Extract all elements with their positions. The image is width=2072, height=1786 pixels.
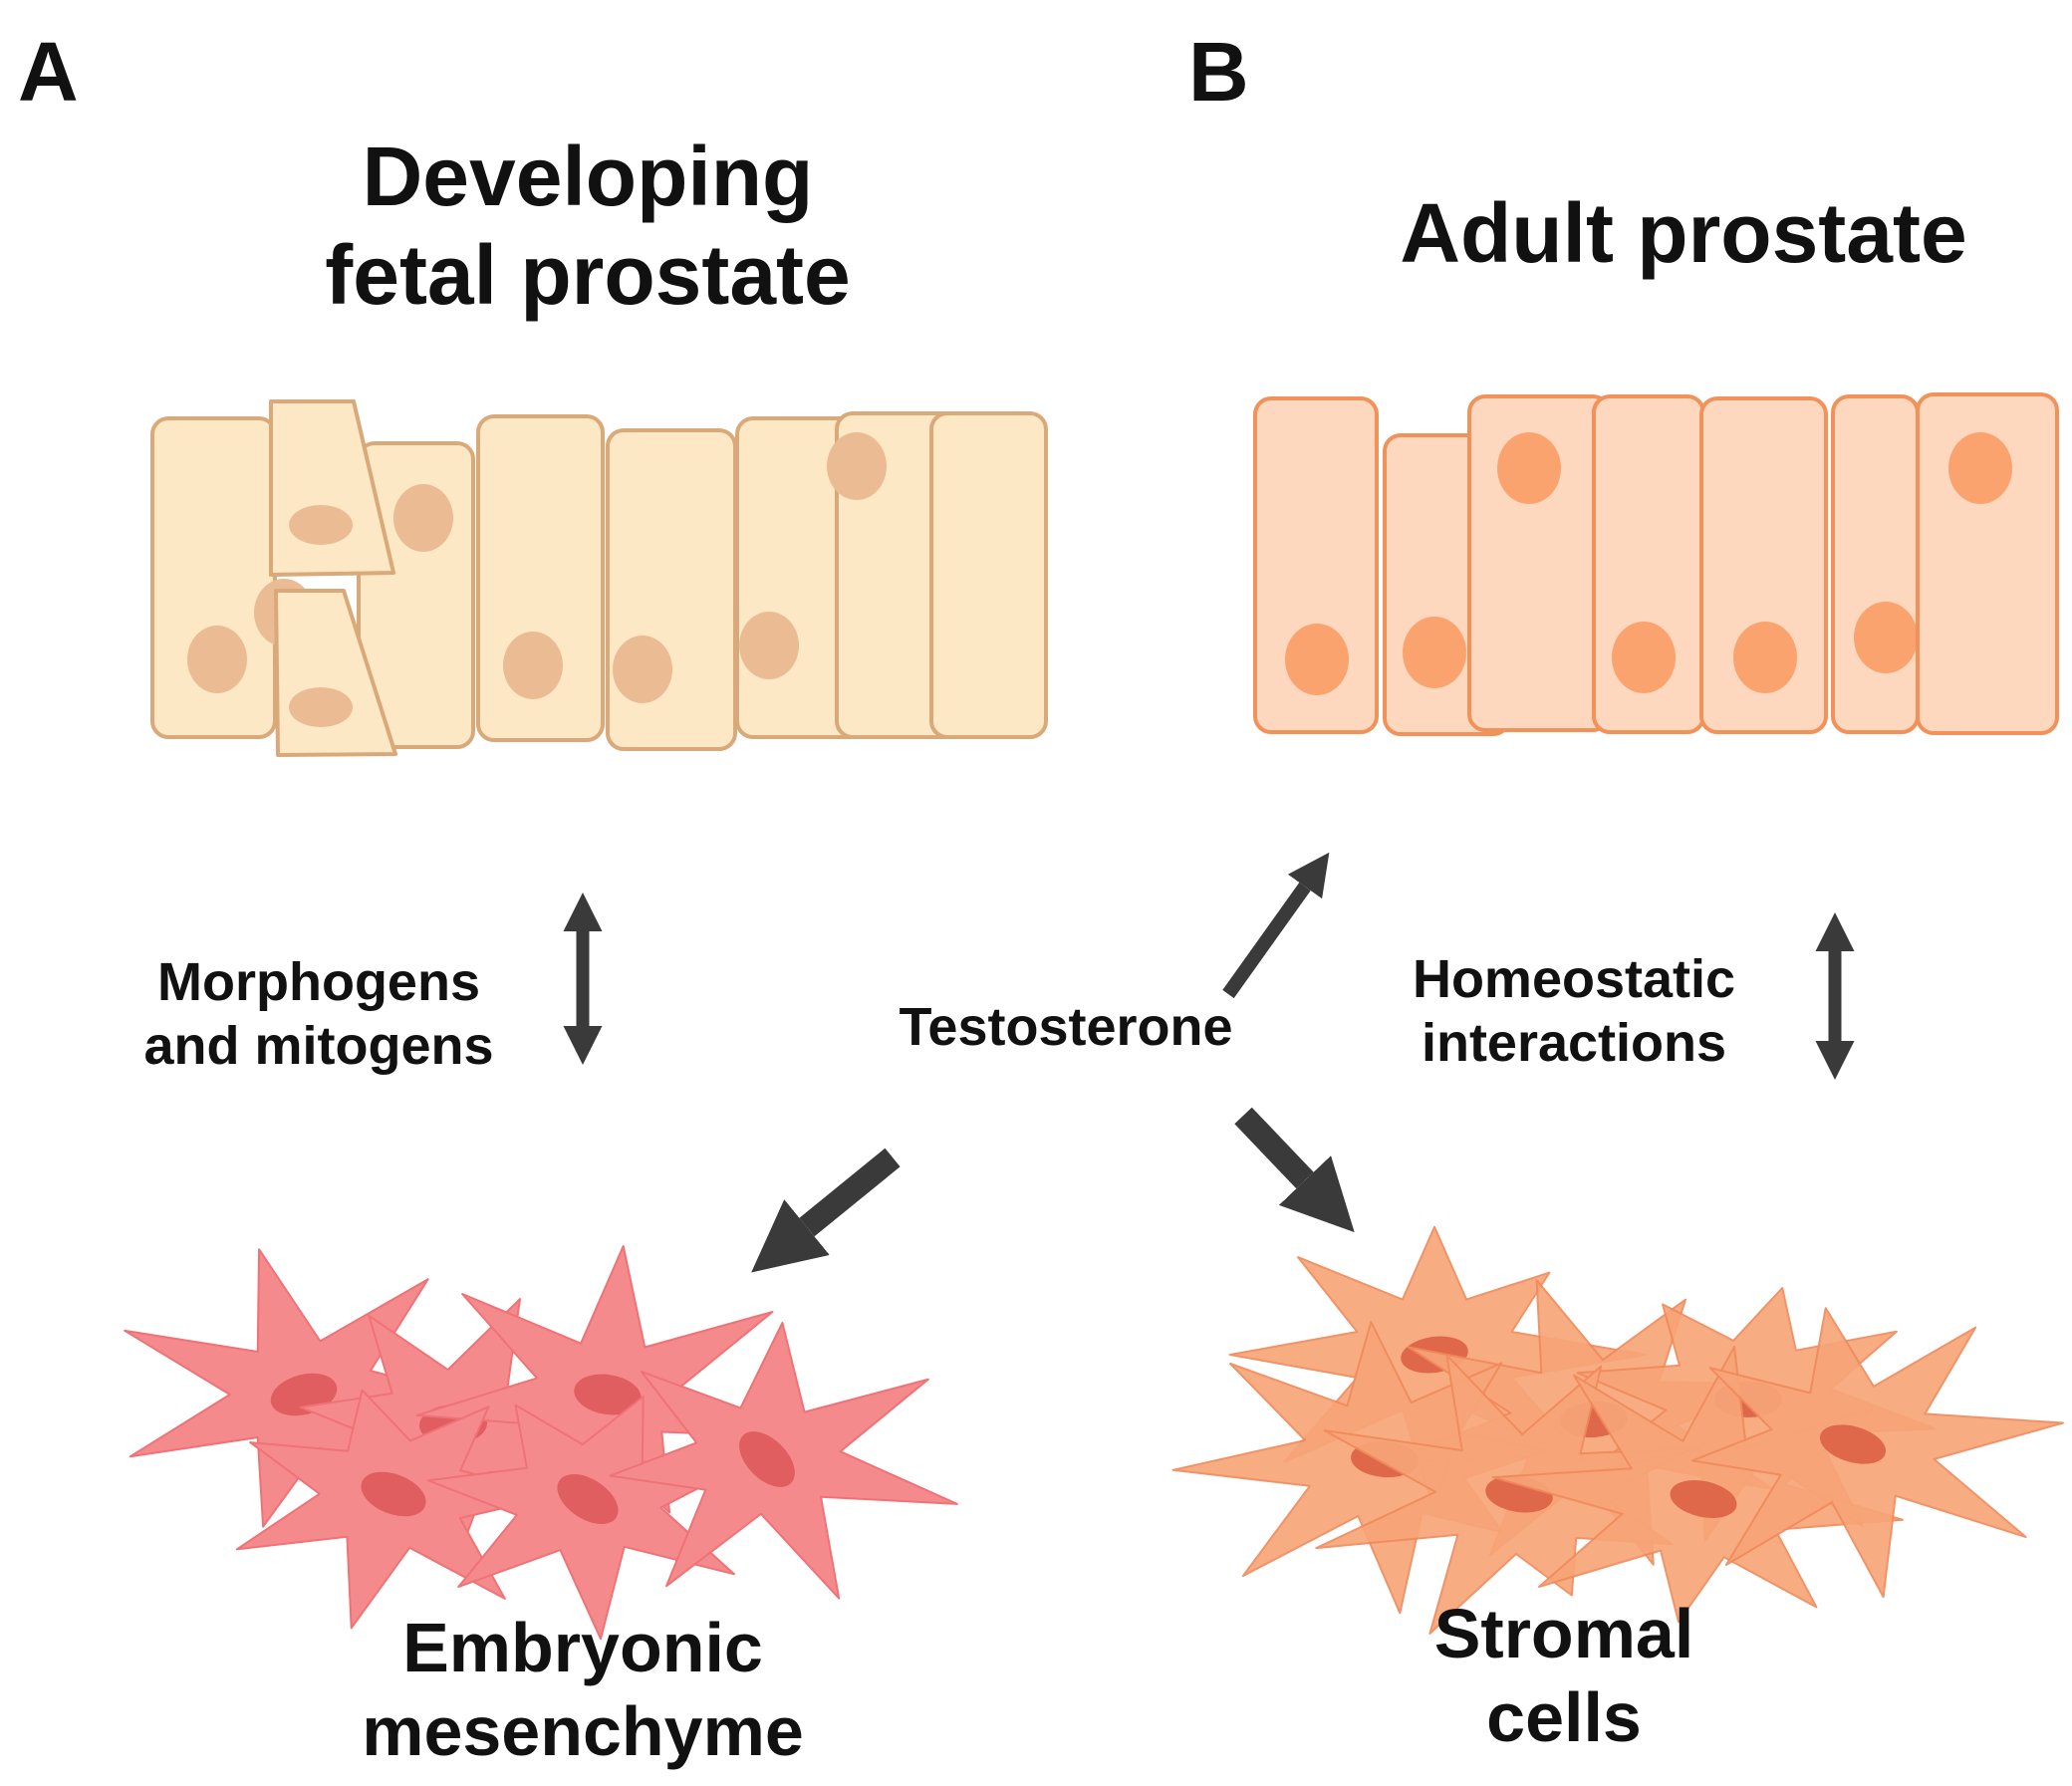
testosterone-label: Testosterone — [899, 997, 1233, 1057]
panel-b-letter: B — [1188, 25, 1249, 119]
embryonic-mesenchyme-caption-line2: mesenchyme — [362, 1692, 804, 1770]
stromal-cells-illustration — [1171, 1225, 2064, 1635]
panel-a-title-line1: Developing — [362, 129, 814, 223]
homeostatic-label-line2: interactions — [1421, 1012, 1727, 1073]
mesenchymal-cell-nucleus — [557, 1474, 619, 1524]
mesenchymal-cell-nucleus — [361, 1471, 426, 1517]
panel-a-title-line2: fetal prostate — [325, 228, 851, 323]
fetal-cell-nucleus — [289, 505, 353, 545]
homeostatic-label: Homeostatic interactions — [1350, 948, 1798, 1075]
fetal-cell-nucleus — [739, 612, 799, 679]
adult-cell-nucleus — [1733, 622, 1797, 693]
fetal-cell-nucleus — [187, 626, 247, 693]
mesenchymal-cell-nucleus — [739, 1431, 795, 1487]
arrow-to-stromal-cells — [1234, 1107, 1355, 1233]
panel-b-title: Adult prostate — [1400, 186, 1967, 280]
adult-cell-nucleus — [1948, 432, 2012, 504]
embryonic-mesenchyme-illustration — [124, 1245, 958, 1641]
fetal-cell-nucleus — [393, 484, 453, 552]
stromal-cell-nucleus — [1670, 1480, 1737, 1518]
fetal-epithelial-cell — [606, 428, 737, 751]
stromal-cell-nucleus — [1819, 1424, 1887, 1464]
embryonic-mesenchyme-caption-line1: Embryonic — [402, 1609, 763, 1686]
panel-a-title: Developing fetal prostate — [179, 128, 996, 325]
panel-a-letter: A — [18, 25, 79, 119]
adult-cell-nucleus — [1497, 432, 1561, 504]
homeostatic-label-line1: Homeostatic — [1412, 949, 1736, 1009]
fetal-epithelium — [150, 399, 1048, 757]
fetal-epithelial-cell — [929, 411, 1048, 739]
stromal-cells-caption-line2: cells — [1486, 1678, 1642, 1756]
fetal-cell-nucleus — [289, 687, 353, 727]
mesenchymal-cell-nucleus — [574, 1374, 642, 1415]
adult-cell-nucleus — [1854, 602, 1918, 673]
adult-epithelium — [1253, 392, 2059, 736]
adult-cell-nucleus — [1285, 624, 1349, 695]
adult-cell-nucleus — [1403, 617, 1466, 688]
adult-cell-nucleus — [1612, 622, 1676, 693]
arrow-to-adult-epithelium — [1222, 852, 1330, 999]
stromal-cells-caption: Stromal cells — [1365, 1592, 1763, 1759]
morphogens-label-line2: and mitogens — [143, 1015, 494, 1076]
stromal-cells-caption-line1: Stromal — [1433, 1595, 1694, 1672]
embryonic-mesenchyme-caption: Embryonic mesenchyme — [299, 1606, 867, 1773]
morphogens-label-line1: Morphogens — [157, 952, 480, 1012]
morphogens-label: Morphogens and mitogens — [100, 951, 538, 1078]
fetal-cell-nucleus — [613, 636, 672, 703]
adult-epithelial-cell — [1831, 394, 1920, 734]
fetal-cell-nucleus — [827, 432, 887, 500]
fetal-cell-nucleus — [503, 632, 563, 699]
fetal-epithelial-cell — [269, 399, 395, 577]
arrow-to-embryonic-mesenchyme — [751, 1148, 901, 1273]
